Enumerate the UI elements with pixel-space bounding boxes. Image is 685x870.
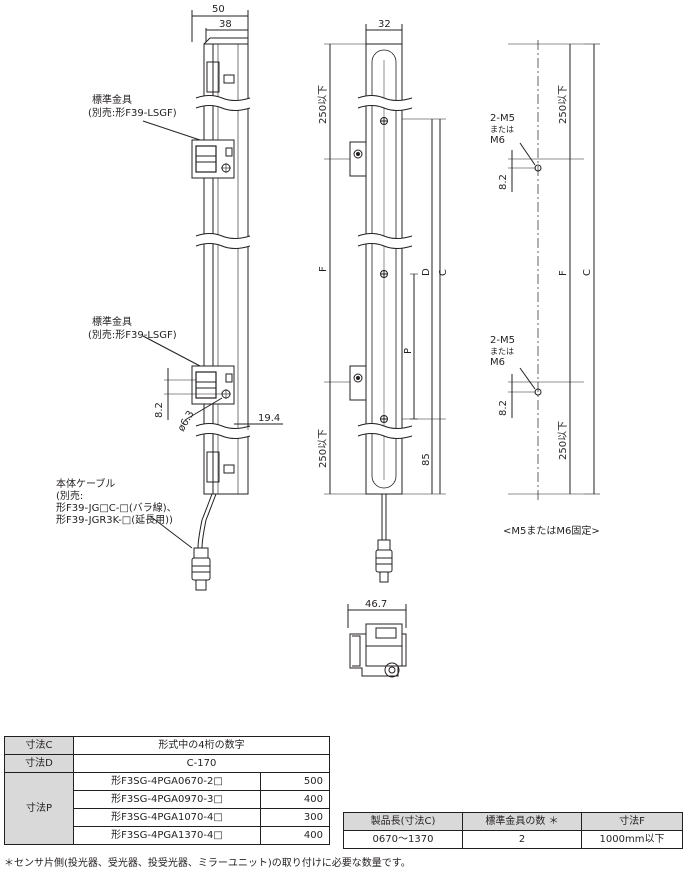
- dim-250-bottom-front: 250以下: [318, 429, 329, 468]
- bottom-hole-label-1: 2-M5: [490, 335, 515, 346]
- dim-phi-6-3: ø6.3: [176, 409, 197, 434]
- table-row: 0670～1370 2 1000mm以下: [343, 830, 683, 849]
- top-hole-label-3: M6: [490, 135, 505, 146]
- model-cell: 形F3SG-4PGA1370-4□: [73, 826, 261, 845]
- model-cell: 形F3SG-4PGA1070-4□: [73, 808, 261, 827]
- table-row: 寸法D C-170: [4, 754, 330, 773]
- cable-label-4: 形F39-JGR3K-□(延長用)): [56, 514, 173, 526]
- header-product-length: 製品長(寸法C): [343, 812, 463, 831]
- dim-32: 32: [378, 19, 391, 30]
- dim-250-bottom-mount: 250以下: [558, 421, 569, 460]
- model-cell: 形F3SG-4PGA0970-3□: [73, 790, 261, 809]
- dim-F-front: F: [318, 266, 329, 272]
- bracket-top-label-2: (別売:形F39-LSGF): [88, 106, 177, 119]
- table-row: 形F3SG-4PGA1370-4□ 400: [5, 826, 330, 845]
- dim-F-mount: F: [558, 270, 569, 276]
- dim-19-4: 19.4: [258, 413, 280, 424]
- p-value-cell: 400: [260, 790, 330, 809]
- model-cell: 形F3SG-4PGA0670-2□: [73, 772, 261, 791]
- cell-dim-f: 1000mm以下: [581, 830, 683, 849]
- bracket-bottom-label-2: (別売:形F39-LSGF): [88, 328, 177, 341]
- p-value-cell: 500: [260, 772, 330, 791]
- top-hole-label-1: 2-M5: [490, 113, 515, 124]
- dim-8-2-top-mount: 8.2: [498, 174, 509, 190]
- header-bracket-count: 標準金具の数 ＊: [462, 812, 582, 831]
- mount-caption: <M5またはM6固定>: [503, 524, 600, 537]
- dim-8-2-bottom-mount: 8.2: [498, 400, 509, 416]
- cable-label-3: 形F39-JG□C-□(バラ線)、: [56, 501, 177, 514]
- dim-D: D: [421, 268, 432, 276]
- dim-250-top-mount: 250以下: [558, 85, 569, 124]
- bottom-view: 46.7: [347, 599, 407, 678]
- value-dim-c: 形式中の4桁の数字: [73, 736, 330, 755]
- dim-C-front: C: [438, 269, 449, 276]
- label-dim-d: 寸法D: [4, 754, 74, 773]
- top-hole-label-2: または: [490, 125, 514, 134]
- label-dim-p: 寸法P: [4, 772, 74, 845]
- bracket-bottom-label-1: 標準金具: [92, 315, 132, 328]
- p-value-cell: 400: [260, 826, 330, 845]
- table-row: 形F3SG-4PGA0970-3□ 400: [5, 790, 330, 809]
- cell-bracket-count: 2: [462, 830, 582, 849]
- footnote: ＊センサ片側(投光器、受光器、投受光器、ミラーユニット)の取り付けに必要な数量で…: [4, 858, 411, 869]
- mount-view: 2-M5 または M6 2-M5 または M6 8.2 8.2 250以下 F …: [490, 40, 600, 537]
- dim-38: 38: [219, 19, 232, 30]
- technical-drawing: 50 38: [56, 4, 600, 678]
- bracket-top-label-1: 標準金具: [92, 93, 132, 106]
- dimension-table: 寸法C 形式中の4桁の数字 寸法D C-170 寸法P 形F3SG-4PGA06…: [4, 736, 330, 845]
- cable-label-2: (別売:: [56, 489, 83, 502]
- front-view: 32 250以下 F 250以下: [318, 19, 449, 583]
- label-dim-c: 寸法C: [4, 736, 74, 755]
- dim-85: 85: [421, 453, 432, 466]
- table-row: 寸法P 形F3SG-4PGA0670-2□ 500: [4, 772, 330, 845]
- cable-label-1: 本体ケーブル: [56, 477, 115, 490]
- bracket-count-table: 製品長(寸法C) 標準金具の数 ＊ 寸法F 0670～1370 2 1000mm…: [343, 812, 683, 849]
- dim-46-7: 46.7: [365, 599, 387, 610]
- value-dim-d: C-170: [73, 754, 330, 773]
- dim-50: 50: [212, 4, 225, 15]
- dim-P: P: [403, 348, 414, 354]
- table-row: 寸法C 形式中の4桁の数字: [4, 736, 330, 755]
- dim-8-2-side: 8.2: [154, 402, 165, 418]
- bottom-hole-label-3: M6: [490, 357, 505, 368]
- side-view: 50 38: [56, 4, 283, 591]
- cell-product-length: 0670～1370: [343, 830, 463, 849]
- table-header-row: 製品長(寸法C) 標準金具の数 ＊ 寸法F: [343, 812, 683, 831]
- dim-C-mount: C: [582, 269, 593, 276]
- header-dim-f: 寸法F: [581, 812, 683, 831]
- p-value-cell: 300: [260, 808, 330, 827]
- dim-250-top-front: 250以下: [318, 85, 329, 124]
- bottom-hole-label-2: または: [490, 347, 514, 356]
